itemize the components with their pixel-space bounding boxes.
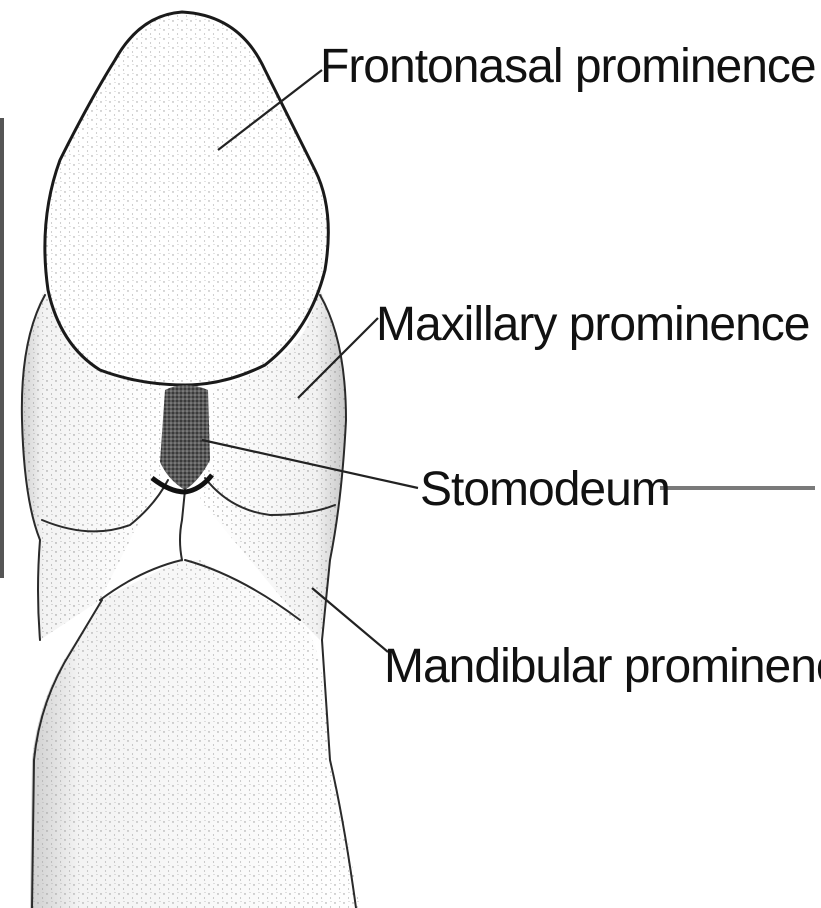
- label-stomodeum: Stomodeum: [420, 463, 670, 516]
- frontonasal-region: [45, 12, 328, 385]
- label-maxillary-prominence: Maxillary prominence: [376, 298, 810, 351]
- label-mandibular-prominence: Mandibular prominence: [384, 640, 821, 693]
- label-frontonasal-prominence: Frontonasal prominence: [320, 40, 816, 93]
- left-edge-bar: [0, 118, 4, 578]
- mandible-midline: [180, 490, 185, 560]
